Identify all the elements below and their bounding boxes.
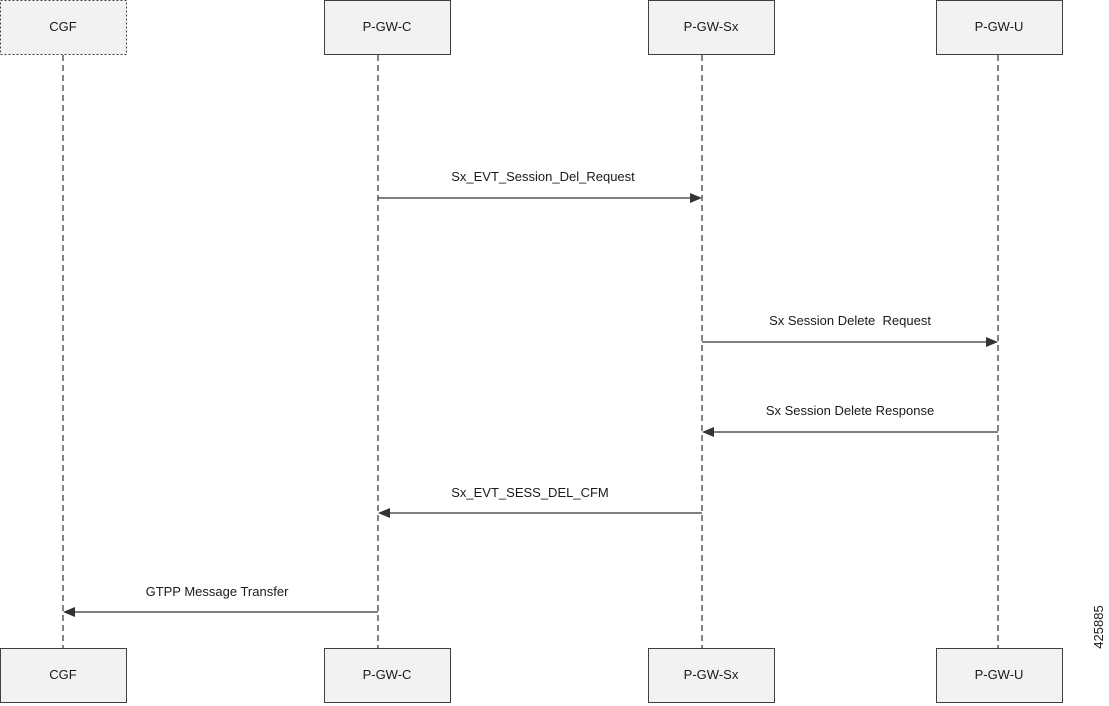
participant-label: P-GW-C: [363, 19, 412, 34]
participant-label: P-GW-Sx: [684, 667, 739, 682]
participant-label: CGF: [49, 667, 77, 682]
arrowhead-right-icon: [986, 337, 998, 347]
message-sx-session-delete-request: Sx Session Delete Request: [702, 313, 998, 347]
message-sess-del-cfm: Sx_EVT_SESS_DEL_CFM: [378, 485, 702, 518]
participant-label: P-GW-C: [363, 667, 412, 682]
message-gtpp-message-transfer: GTPP Message Transfer: [63, 584, 378, 617]
participant-top-cgf: CGF: [0, 0, 127, 55]
arrowhead-left-icon: [702, 427, 714, 437]
participant-bottom-pgwc: P-GW-C: [324, 648, 451, 703]
message-label: Sx Session Delete Request: [769, 313, 931, 328]
participant-top-pgwsx: P-GW-Sx: [648, 0, 775, 55]
message-label: GTPP Message Transfer: [146, 584, 289, 599]
participant-bottom-pgwu: P-GW-U: [936, 648, 1063, 703]
participant-bottom-cgf: CGF: [0, 648, 127, 703]
participant-label: P-GW-U: [975, 19, 1024, 34]
message-label: Sx Session Delete Response: [766, 403, 934, 418]
message-label: Sx_EVT_Session_Del_Request: [451, 169, 635, 184]
arrowhead-left-icon: [378, 508, 390, 518]
participant-bottom-pgwsx: P-GW-Sx: [648, 648, 775, 703]
participant-top-pgwc: P-GW-C: [324, 0, 451, 55]
participant-label: CGF: [49, 19, 77, 34]
message-sx-session-delete-response: Sx Session Delete Response: [702, 403, 998, 437]
arrowhead-right-icon: [690, 193, 702, 203]
participant-label: P-GW-Sx: [684, 19, 739, 34]
message-label: Sx_EVT_SESS_DEL_CFM: [451, 485, 609, 500]
participant-top-pgwu: P-GW-U: [936, 0, 1063, 55]
arrowhead-left-icon: [63, 607, 75, 617]
figure-id: 425885: [1091, 605, 1106, 648]
message-session-del-request: Sx_EVT_Session_Del_Request: [378, 169, 702, 203]
participant-label: P-GW-U: [975, 667, 1024, 682]
